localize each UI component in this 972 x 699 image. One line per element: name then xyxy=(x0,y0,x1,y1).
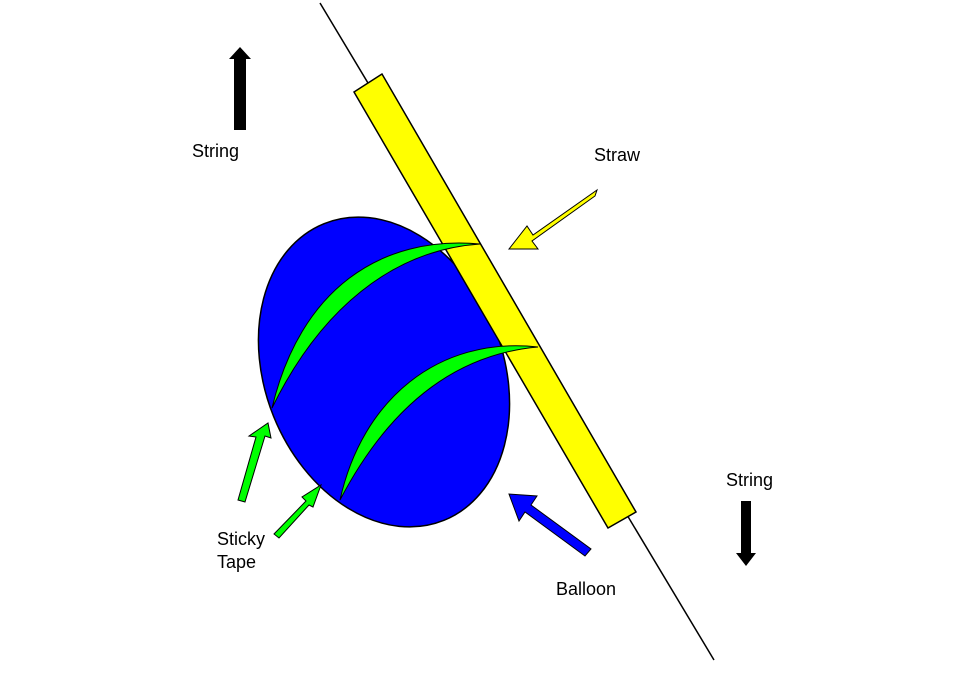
balloon-label: Balloon xyxy=(556,579,616,599)
string-top-label: String xyxy=(192,141,239,161)
straw xyxy=(352,72,638,530)
sticky-tape-arrow-upper xyxy=(237,422,272,503)
straw-label: Straw xyxy=(594,145,641,165)
string-down-arrow xyxy=(736,501,756,566)
string-bottom-label: String xyxy=(726,470,773,490)
sticky-tape-lower xyxy=(339,345,539,501)
straw-arrow xyxy=(507,188,598,250)
balloon-arrow xyxy=(508,493,592,557)
string-up-arrow xyxy=(229,47,251,130)
sticky-tape-arrow-lower xyxy=(273,483,322,539)
sticky-tape-upper xyxy=(271,242,481,409)
sticky-tape-label-line1: Sticky xyxy=(217,529,265,549)
sticky-tape-label-line2: Tape xyxy=(217,552,256,572)
